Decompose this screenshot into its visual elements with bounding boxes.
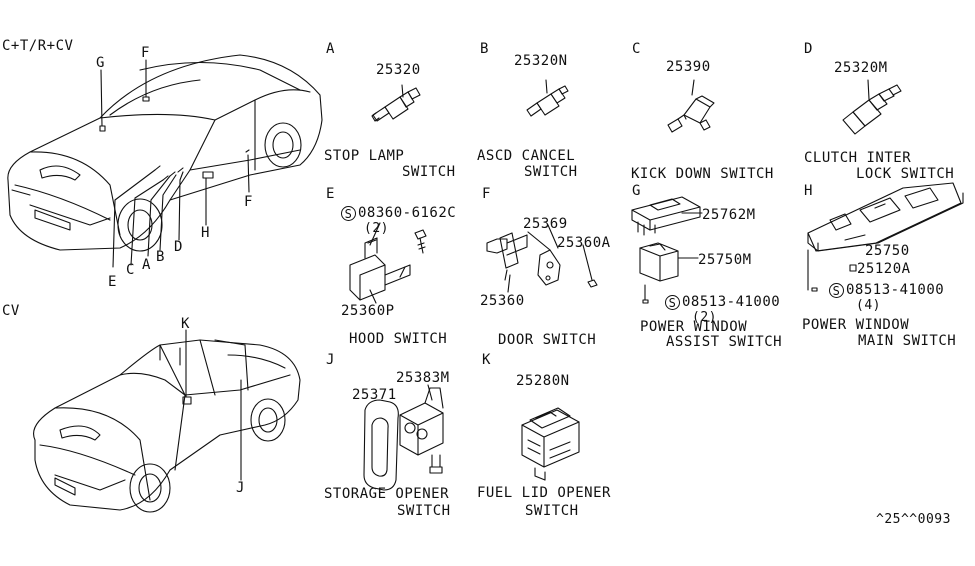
screw-symbol: S — [665, 295, 680, 310]
car-callout: A — [142, 257, 151, 273]
part-number: 25360A — [557, 235, 611, 251]
part-b-ascd-cancel-switch — [527, 80, 568, 116]
section-name-j-line2: SWITCH — [397, 503, 451, 519]
part-number: 25320M — [834, 60, 888, 76]
part-number: 25383M — [396, 370, 450, 386]
reference-code: ^25^^0093 — [876, 512, 951, 527]
section-name-b-line2: SWITCH — [524, 164, 578, 180]
part-f-door-switch — [487, 225, 597, 292]
part-number: 25360 — [480, 293, 525, 309]
car-callout: F — [244, 194, 253, 210]
car-callout: F — [141, 45, 150, 61]
car-top-illustration — [8, 55, 322, 267]
section-id-g: G — [632, 183, 641, 199]
part-number: 25750 — [865, 243, 910, 259]
section-name-g-line1: POWER WINDOW — [640, 319, 748, 335]
section-name-h-line1: POWER WINDOW — [802, 317, 910, 333]
section-id-b: B — [480, 41, 489, 57]
part-quantity: (2) — [364, 221, 389, 236]
section-id-h: H — [804, 183, 813, 199]
section-name-d-line2: LOCK SWITCH — [856, 166, 955, 182]
section-id-k: K — [482, 352, 491, 368]
part-h-power-window-main-switch — [808, 183, 963, 291]
car-callout: G — [96, 55, 105, 71]
part-c-kick-down-switch — [668, 80, 714, 132]
part-number: 25360P — [341, 303, 395, 319]
variant-label-top: C+T/R+CV — [2, 38, 74, 54]
screw-symbol: S — [341, 206, 356, 221]
section-name-h-line2: MAIN SWITCH — [858, 333, 957, 349]
section-id-a: A — [326, 41, 335, 57]
part-number: 25371 — [352, 387, 397, 403]
section-name-d-line1: CLUTCH INTER — [804, 150, 912, 166]
section-id-c: C — [632, 41, 641, 57]
section-name-k-line2: SWITCH — [525, 503, 579, 519]
car-callout: H — [201, 225, 210, 241]
section-id-f: F — [482, 186, 491, 202]
section-name-c: KICK DOWN SWITCH — [631, 166, 774, 182]
section-name-g-line2: ASSIST SWITCH — [666, 334, 783, 350]
part-a-stop-lamp-switch — [372, 85, 420, 121]
part-number: 25390 — [666, 59, 711, 75]
part-number: 25280N — [516, 373, 570, 389]
part-j-storage-opener-switch — [364, 385, 443, 490]
part-g-power-window-assist-switch — [632, 197, 702, 303]
section-id-e: E — [326, 186, 335, 202]
part-number: 25369 — [523, 216, 568, 232]
part-number: 25320N — [514, 53, 568, 69]
part-e-hood-switch — [350, 223, 426, 303]
car-callout: C — [126, 262, 135, 278]
section-id-d: D — [804, 41, 813, 57]
screw-symbol: S — [829, 283, 844, 298]
part-number: 25750M — [698, 252, 752, 268]
car-callout: K — [181, 316, 190, 332]
part-quantity: (4) — [856, 298, 881, 313]
section-name-k-line1: FUEL LID OPENER — [477, 485, 611, 501]
part-number: 25120A — [857, 261, 911, 277]
part-k-fuel-lid-opener-switch — [522, 408, 579, 480]
car-bottom-illustration — [34, 330, 300, 512]
section-name-f: DOOR SWITCH — [498, 332, 597, 348]
part-number: 25762M — [702, 207, 756, 223]
variant-label-bottom: CV — [2, 303, 20, 319]
car-callout: B — [156, 249, 165, 265]
section-name-b-line1: ASCD CANCEL — [477, 148, 576, 164]
car-callout: J — [236, 480, 245, 496]
section-name-a-line1: STOP LAMP — [324, 148, 405, 164]
part-number: 25320 — [376, 62, 421, 78]
car-callout: D — [174, 239, 183, 255]
section-name-a-line2: SWITCH — [402, 164, 456, 180]
section-name-e: HOOD SWITCH — [349, 331, 448, 347]
part-quantity: (2) — [692, 310, 717, 325]
part-d-clutch-interlock-switch — [843, 80, 901, 134]
car-callout: E — [108, 274, 117, 290]
section-name-j-line1: STORAGE OPENER — [324, 486, 450, 502]
section-id-j: J — [326, 352, 335, 368]
